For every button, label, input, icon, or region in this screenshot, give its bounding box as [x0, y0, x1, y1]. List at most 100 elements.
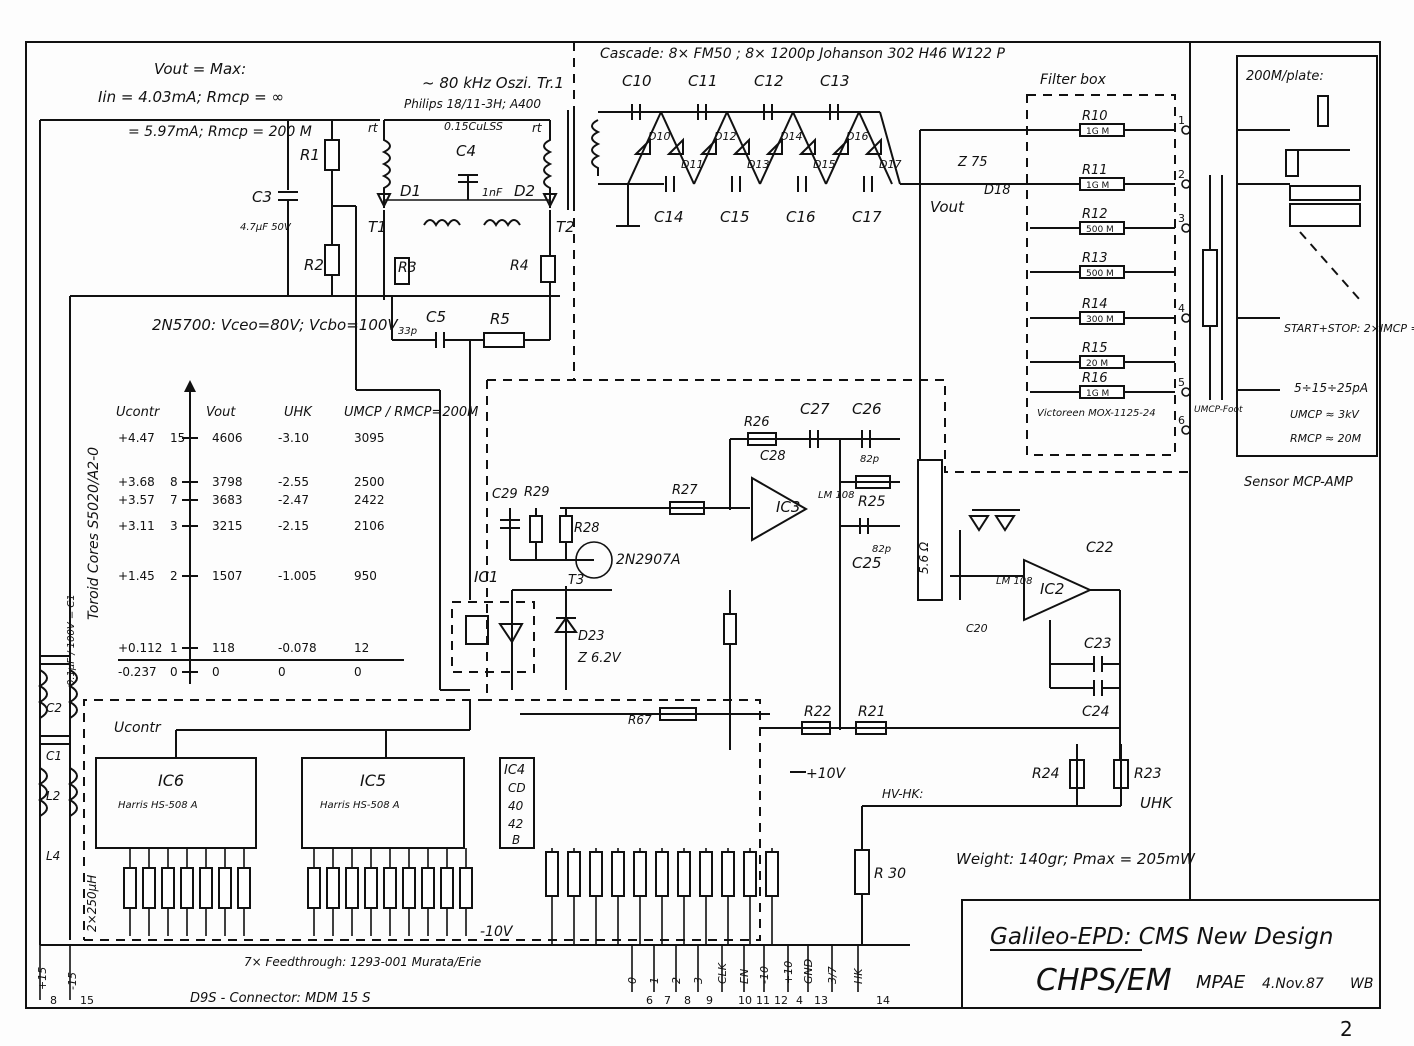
table-vout-1: 3798 [212, 475, 243, 489]
r27-label: R27 [672, 483, 698, 498]
c28-label: C28 [760, 449, 786, 464]
t2-label: T2 [556, 218, 575, 236]
resistor-value-R11: 1G M [1086, 181, 1109, 191]
feedthrough-note: 7× Feedthrough: 1293-001 Murata/Erie [244, 955, 481, 969]
table-step-3: 3 [170, 519, 178, 533]
lm108-a: LM 108 [818, 490, 854, 501]
cap-top-C10: C10 [622, 72, 652, 90]
diode-D14 [765, 137, 783, 155]
supply-label-0: +15 [36, 967, 49, 990]
bus-pin-12: 12 [774, 994, 788, 1007]
transformer-note: Philips 18/11-3H; A400 [404, 97, 541, 111]
table-ucontr-4: +1.45 [118, 569, 155, 583]
table-umcp-3: 2106 [354, 519, 385, 533]
bus-pin-6: 6 [646, 994, 653, 1007]
diode-label-D16: D16 [846, 130, 868, 143]
connector-note: D9S - Connector: MDM 15 S [190, 991, 371, 1006]
table-vout-4: 1507 [212, 569, 243, 583]
r5-label: R5 [490, 310, 510, 328]
vout-max-note: Vout = Max: [154, 60, 246, 78]
c2-label: C2 [46, 701, 62, 715]
filter-pin-label-4: 4 [1178, 302, 1185, 315]
filter-pin-6 [1181, 425, 1191, 435]
table-ucontr-5: +0.112 [118, 641, 162, 655]
c22-label: C22 [1086, 540, 1114, 556]
resistor-label-R10: R10 [1082, 109, 1108, 124]
c20-label: C20 [966, 622, 988, 635]
table-umcp-5: 12 [354, 641, 369, 655]
page-number: 2 [1340, 1017, 1353, 1041]
resistor-value-R15: 20 M [1086, 359, 1108, 369]
diode-D16 [831, 137, 849, 155]
title-institute: MPAE [1196, 972, 1246, 993]
table-uhk-1: -2.55 [278, 475, 309, 489]
table-vout-5: 118 [212, 641, 235, 655]
sensor-plate-label: 200M/plate: [1246, 69, 1324, 84]
table-uhk-5: -0.078 [278, 641, 317, 655]
resistor-label-R15: R15 [1082, 341, 1108, 356]
c27-label: C27 [800, 400, 830, 418]
cap-top-C13: C13 [820, 72, 850, 90]
table-umcp-1: 2500 [354, 475, 385, 489]
r30-label: R 30 [874, 866, 906, 882]
table-ucontr-0: +4.47 [118, 431, 155, 445]
cap-top-C12: C12 [754, 72, 784, 90]
c26-value: 82p [860, 454, 879, 465]
cap-bot-C17: C17 [852, 208, 882, 226]
table-vout-3: 3215 [212, 519, 243, 533]
ic4-label: IC4 [504, 763, 525, 778]
table-umcp-4: 950 [354, 569, 377, 583]
bus-label-6: -10 [758, 966, 771, 984]
bus-label-8: GND [802, 959, 815, 984]
bus-label-9: 3/7 [826, 966, 839, 984]
ucontr-label: Ucontr [114, 720, 162, 736]
bus-pin-14: 14 [876, 994, 890, 1007]
table-header-0: Ucontr [116, 405, 161, 420]
c5-value: 33p [398, 326, 417, 337]
resistor-value-R16: 1G M [1086, 389, 1109, 399]
bus-pin-11: 11 [756, 994, 770, 1007]
filter-pin-label-6: 6 [1178, 414, 1185, 427]
bus-label-1: 1 [648, 977, 661, 984]
svg-text:rt: rt [368, 121, 379, 135]
diode-label-D15: D15 [813, 158, 835, 171]
resistor-value-R14: 300 M [1086, 315, 1114, 325]
vout-label: Vout [930, 198, 965, 216]
bus-label-4: CLK [716, 962, 729, 984]
bus-label-10: HK [852, 968, 865, 984]
lm108-b: LM 108 [996, 576, 1032, 587]
d18-label: D18 [984, 183, 1011, 198]
sheet-border [25, 41, 1381, 1009]
diode-D10 [633, 137, 651, 155]
plus10v-label: +10V [806, 766, 847, 782]
hv-hk-label: HV-HK: [882, 787, 923, 801]
table-umcp-6: 0 [354, 665, 362, 679]
current-range-note: 5÷15÷25pA [1294, 381, 1368, 395]
table-vout-0: 4606 [212, 431, 243, 445]
ic6-part: Harris HS-508 A [118, 800, 198, 811]
filter-pin-1 [1181, 125, 1191, 135]
r67-label: R67 [628, 713, 652, 727]
diode-label-D10: D10 [648, 130, 670, 143]
table-header-3: UMCP / RMCP=200M [344, 405, 478, 420]
filter-pin-4 [1181, 313, 1191, 323]
ic1-label: IC1 [474, 568, 498, 586]
resistor-value-R13: 500 M [1086, 269, 1114, 279]
ic3-opamp [751, 476, 809, 542]
table-uhk-0: -3.10 [278, 431, 309, 445]
bus-label-7: +10 [782, 961, 795, 984]
resistor-label-R11: R11 [1082, 163, 1108, 178]
ic2-label: IC2 [1040, 580, 1064, 598]
table-header-2: UHK [284, 405, 313, 420]
cap-bot-C15: C15 [720, 208, 750, 226]
r22-label: R22 [804, 704, 832, 720]
ic4-box [499, 757, 535, 849]
r29-label: R29 [524, 485, 550, 500]
r21-label: R21 [858, 704, 886, 720]
bus-pin-13: 13 [814, 994, 828, 1007]
c3-value: 4.7µF 50V [240, 222, 292, 233]
c29-label: C29 [492, 487, 518, 502]
uhk-label: UHK [1140, 794, 1173, 812]
resistor-value-R12: 500 M [1086, 225, 1114, 235]
c4-label: C4 [456, 142, 476, 160]
